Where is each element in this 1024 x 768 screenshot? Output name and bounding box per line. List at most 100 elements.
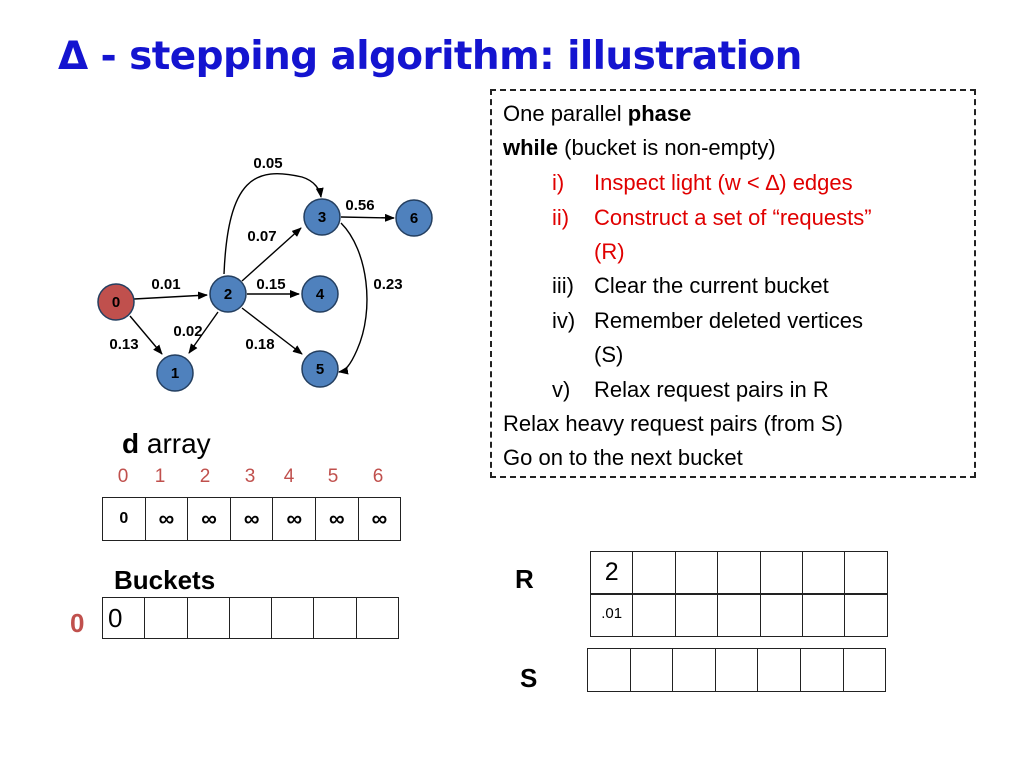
- deleted-cell: [758, 648, 801, 692]
- edge-2-1: [188, 311, 219, 354]
- step-number: iii): [552, 273, 574, 298]
- node-1: 1: [156, 354, 194, 392]
- step-text: Remember deleted vertices: [594, 308, 864, 333]
- request-vertex-cell: [633, 551, 676, 594]
- while-condition: (bucket is non-empty): [558, 135, 776, 160]
- node-circle: [97, 283, 135, 321]
- deleted-cell: [715, 648, 759, 692]
- bucket-cell: [356, 597, 400, 639]
- request-distance-cell: [633, 594, 676, 637]
- node-3: 3: [303, 198, 341, 236]
- bucket-cell: [272, 597, 315, 639]
- node-circle: [301, 275, 339, 313]
- d-array-cell: 0: [103, 497, 146, 541]
- step-text: Clear the current bucket: [594, 273, 829, 298]
- d-array-index: 3: [244, 466, 256, 487]
- bucket-0-array: 0: [102, 597, 400, 639]
- while-keyword: while: [503, 135, 559, 160]
- bucket-index: 0: [70, 608, 85, 638]
- bucket-cell: 0: [103, 597, 146, 639]
- step-text: Inspect light (w < ∆) edges: [594, 170, 853, 195]
- d-array-title-bold: d: [122, 428, 140, 459]
- edge-weight-label: 0.15: [256, 276, 285, 293]
- request-vertex-cell: [760, 551, 803, 594]
- deleted-cell: [630, 648, 674, 692]
- d-array-index: 2: [199, 466, 211, 487]
- deleted-cell: [673, 648, 716, 692]
- d-array-cell: ∞: [230, 497, 274, 541]
- deleted-array: [587, 648, 887, 692]
- request-distance-cell: [845, 594, 888, 637]
- request-distance-cell: .01: [591, 594, 634, 637]
- node-0: 0: [97, 283, 135, 321]
- edge-weight-label: 0.23: [373, 276, 402, 293]
- request-vertex-cell: [802, 551, 846, 594]
- node-label: 4: [316, 286, 325, 303]
- edge-0-2: [133, 291, 208, 300]
- edge-0-1: [129, 315, 163, 355]
- next-bucket-line: Go on to the next bucket: [503, 445, 743, 470]
- edge-weight-label: 0.13: [109, 336, 138, 353]
- step-number: i): [552, 170, 565, 195]
- d-array-title: d array: [122, 428, 211, 460]
- requests-label: R: [515, 564, 534, 594]
- edge-weight-label: 0.56: [345, 197, 374, 214]
- algorithm-box: One parallel phase while (bucket is non-…: [490, 89, 976, 478]
- step-text: Relax request pairs in R: [594, 377, 829, 402]
- d-array-index: 6: [372, 466, 384, 487]
- bucket-cell: [229, 597, 273, 639]
- edge-3-6: [340, 213, 395, 222]
- phase-keyword: phase: [627, 101, 692, 126]
- while-line: while (bucket is non-empty): [503, 131, 776, 166]
- node-label: 2: [224, 286, 232, 303]
- d-array-index: 1: [154, 466, 166, 487]
- edge-weight-label: 0.07: [247, 228, 276, 245]
- node-label: 1: [171, 365, 179, 382]
- slide-title: Δ - stepping algorithm: illustration: [58, 34, 802, 79]
- bucket-cell: [145, 597, 188, 639]
- node-5: 5: [301, 350, 339, 388]
- d-array-cell: ∞: [315, 497, 359, 541]
- bucket-cell: [314, 597, 357, 639]
- request-distance-cell: [802, 594, 846, 637]
- step-number: v): [552, 377, 571, 402]
- d-array-index: 0: [117, 466, 129, 487]
- request-vertex-cell: [845, 551, 888, 594]
- bucket-cell: [187, 597, 230, 639]
- edge-3-5: [338, 222, 368, 375]
- node-4: 4: [301, 275, 339, 313]
- request-vertex-cell: [675, 551, 719, 594]
- d-array: 0 ∞ ∞ ∞ ∞ ∞ ∞: [102, 497, 402, 541]
- phase-prefix: One parallel: [503, 101, 628, 126]
- buckets-title: Buckets: [114, 565, 216, 595]
- deleted-label: S: [520, 663, 538, 693]
- d-array-index: 4: [283, 466, 295, 487]
- request-distance-cell: [760, 594, 803, 637]
- requests-distance-row: .01: [590, 594, 888, 637]
- d-array-title-rest: array: [139, 428, 211, 459]
- edge-2-3: [241, 227, 302, 282]
- d-array-cell: ∞: [273, 497, 316, 541]
- edge-weight-label: 0.18: [245, 336, 274, 353]
- step-number: iv): [552, 308, 576, 333]
- step-number: ii): [552, 205, 570, 230]
- node-label: 3: [318, 209, 326, 226]
- node-2: 2: [209, 275, 247, 313]
- node-label: 0: [112, 294, 120, 311]
- deleted-cell: [588, 648, 631, 692]
- request-distance-cell: [675, 594, 719, 637]
- d-array-cell: ∞: [145, 497, 189, 541]
- heavy-relax-line: Relax heavy request pairs (from S): [503, 411, 843, 436]
- request-vertex-cell: [718, 551, 761, 594]
- node-6: 6: [395, 199, 433, 237]
- edge-2-5: [241, 307, 303, 355]
- node-label: 6: [410, 210, 418, 227]
- node-circle: [395, 199, 433, 237]
- node-circle: [156, 354, 194, 392]
- edge-2-3: [223, 172, 324, 275]
- deleted-cell: [843, 648, 887, 692]
- d-array-cell: ∞: [188, 497, 231, 541]
- node-circle: [209, 275, 247, 313]
- request-distance-cell: [718, 594, 761, 637]
